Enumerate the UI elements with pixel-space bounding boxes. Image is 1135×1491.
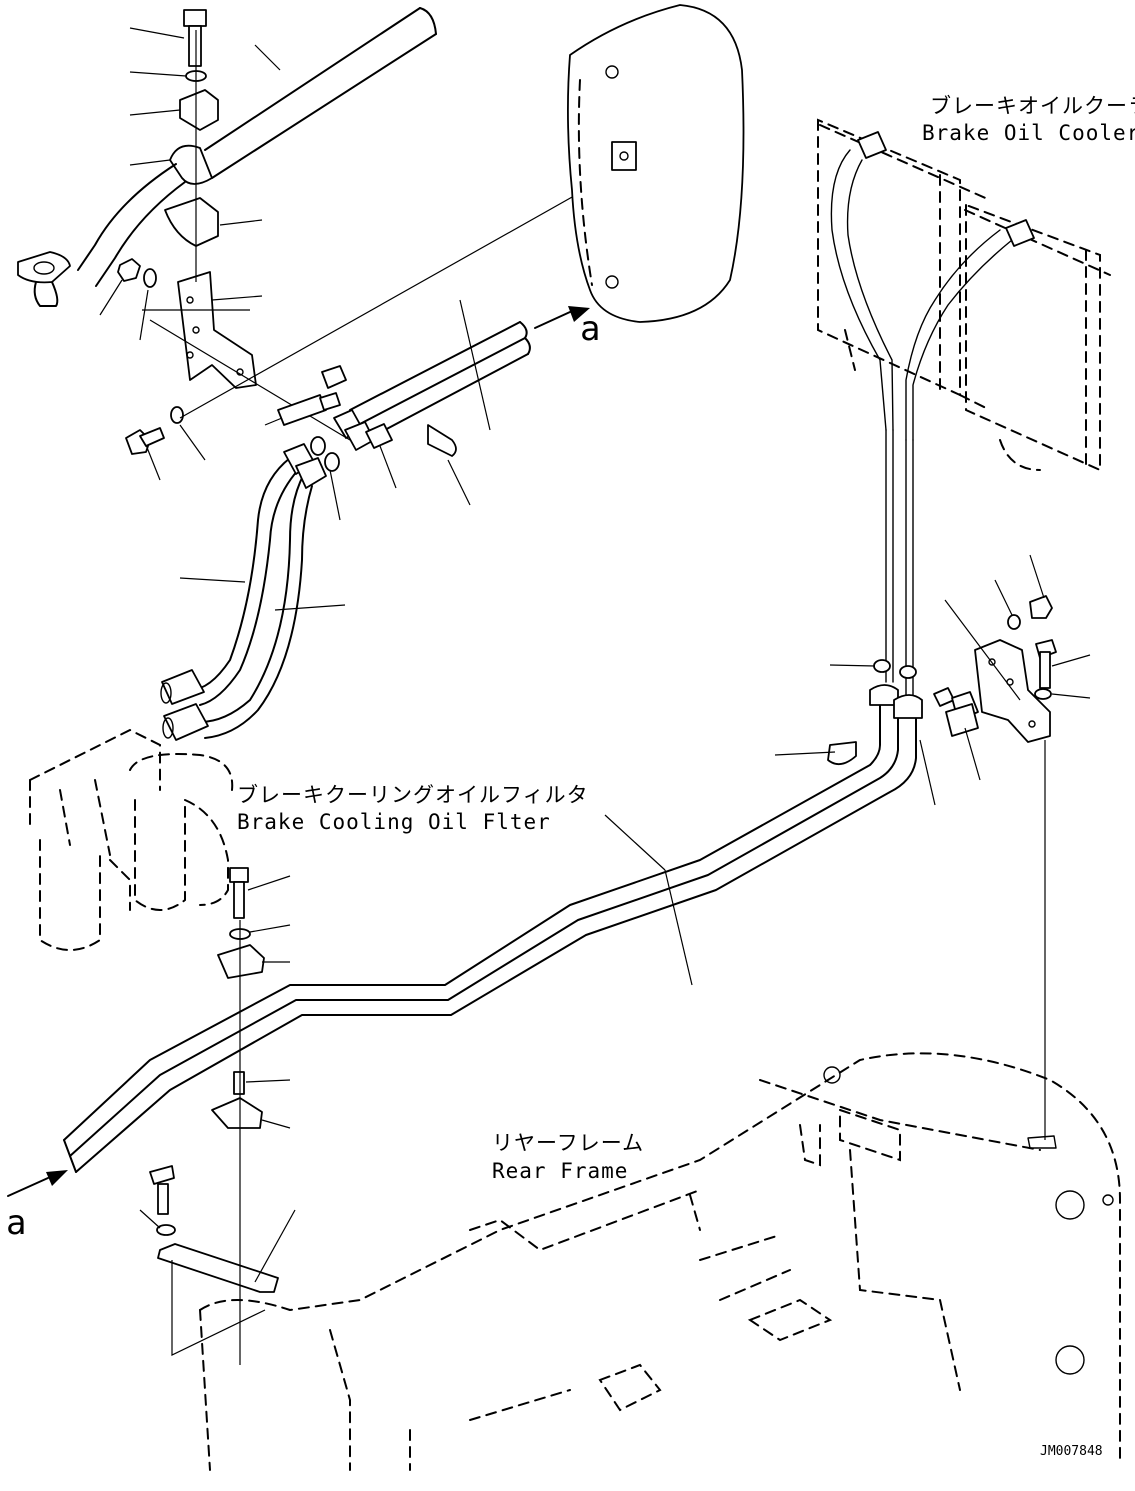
drawing-code: JM007848 [1040, 1444, 1103, 1459]
brake-oil-cooler [817, 118, 1111, 472]
reference-a-top: a [580, 309, 600, 349]
upper-clamp-assembly [17, 7, 621, 455]
brake-oil-cooler-label-jp: ブレーキオイルクーラ [930, 94, 1135, 118]
brake-cooling-oil-filter-label-jp: ブレーキクーリングオイルフィルタ [237, 783, 589, 807]
lower-clamp-assembly [149, 867, 279, 1365]
brake-cooling-oil-filter-label-en: Brake Cooling Oil Flter [237, 810, 551, 834]
brake-cooling-oil-filter [29, 728, 234, 951]
rear-frame-label-jp: リヤーフレーム [492, 1131, 644, 1155]
main-long-tube [7, 429, 979, 1197]
cover-plate [567, 4, 745, 323]
flexible-hoses-left [160, 443, 327, 741]
rear-frame [199, 1052, 1121, 1471]
brake-oil-cooler-label-en: Brake Oil Cooler [922, 121, 1135, 145]
part-leaders [99, 27, 1091, 1283]
reference-a-bottom: a [6, 1203, 26, 1243]
right-bracket [974, 595, 1057, 1140]
upper-tube-pair [277, 306, 590, 472]
rear-frame-label-en: Rear Frame [492, 1159, 628, 1183]
